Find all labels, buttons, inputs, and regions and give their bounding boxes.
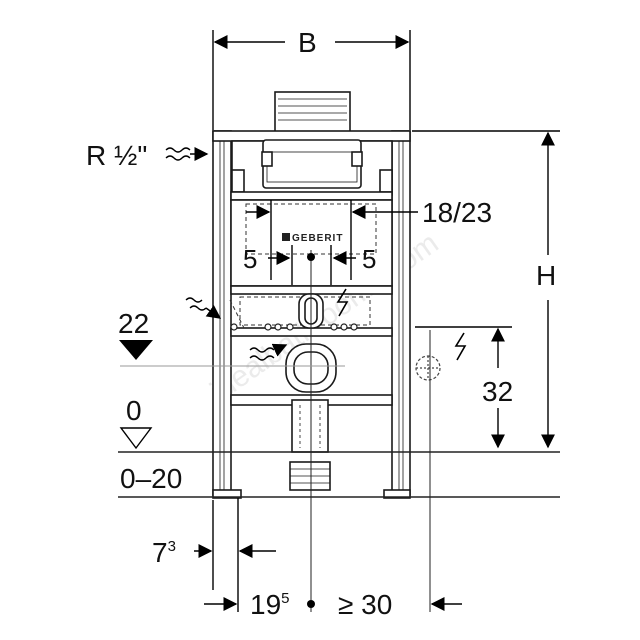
supply-arrows [190,147,288,357]
level-22-marker [119,340,153,360]
left-offset-label: 5 [243,244,257,274]
level-0-label: 0 [126,395,142,426]
dim-32 [415,326,512,449]
axis-dot-bottom [307,600,315,608]
width-label: B [298,27,317,58]
flush-range-label: 18/23 [422,197,492,228]
electric-socket [415,355,441,381]
axis-dot-top [307,253,315,261]
offset-5-dimensions [268,245,356,285]
height-dimension [412,130,560,449]
frame-offset-label: 73 [152,537,176,568]
floor-range-label: 0–20 [120,463,182,494]
thread-label: R ½" [86,140,147,171]
frame-offset-dimension [194,498,276,612]
center-axis [120,250,345,612]
right-offset-label: 5 [362,244,376,274]
outlet-pipe [285,343,337,491]
geberit-logo: GEBERIT [292,233,343,244]
logo-mark [282,233,290,241]
level-0-marker [119,427,153,450]
frame [212,91,411,499]
water-supply-icon [165,147,275,361]
floor-lines [118,451,560,498]
flush-range-dimension [246,200,418,280]
width-dimension [212,30,411,130]
dim-32-label: 32 [482,376,513,407]
level-22-label: 22 [118,308,149,339]
electric-icon [336,288,467,361]
min-distance-label: ≥ 30 [338,589,392,620]
axis-offset-label: 195 [250,589,290,620]
bolts [230,323,358,331]
height-label: H [536,260,556,291]
